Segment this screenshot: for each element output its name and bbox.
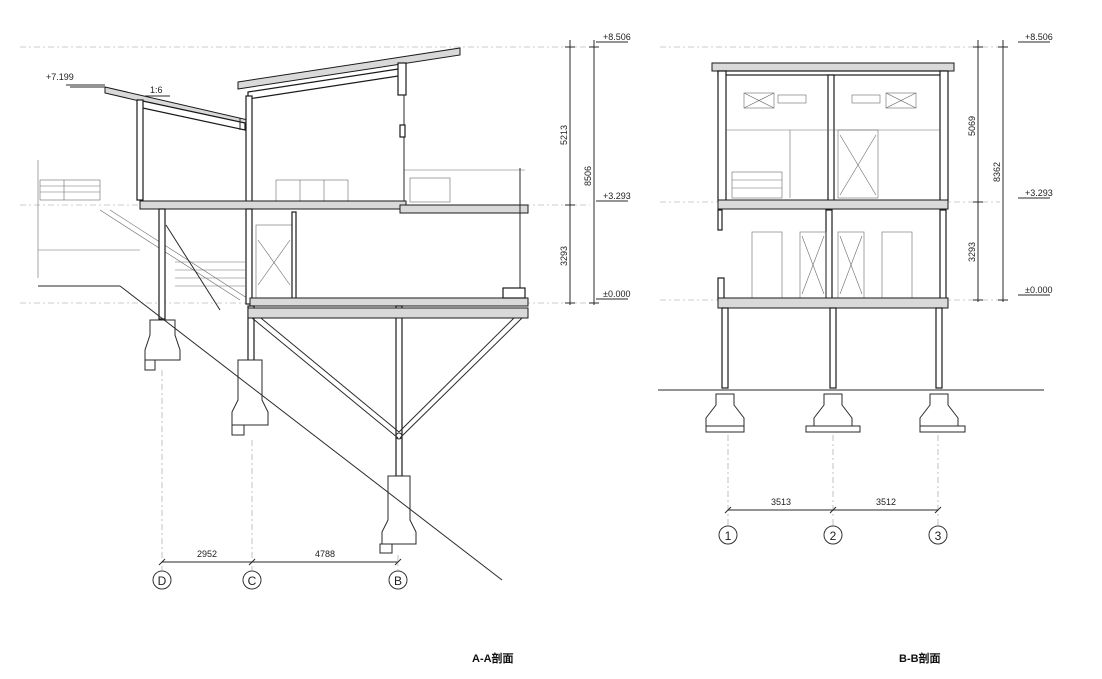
upper-floor-slab <box>139 200 407 210</box>
balcony-slab <box>399 204 529 214</box>
mid-slab-bb <box>717 199 949 210</box>
horizontal-dimensions-aa: 2952 4788 <box>158 549 402 566</box>
section-aa: +7.199 1:6 <box>20 32 631 665</box>
columns-bb <box>721 307 943 389</box>
lower-room <box>245 208 529 307</box>
walls-bb <box>717 70 949 303</box>
span-23: 3512 <box>876 497 896 507</box>
level-labels-bb: +8.506 +3.293 ±0.000 <box>1018 32 1053 296</box>
ground-slab-bb <box>717 297 949 309</box>
axis-d: D <box>158 574 167 588</box>
axis-bubbles-bb: 1 2 3 <box>718 525 948 545</box>
span-dc: 2952 <box>197 549 217 559</box>
level-labels-aa: +8.506 +3.293 ±0.000 <box>596 32 631 300</box>
dim-total-aa: 8506 <box>583 166 593 186</box>
horizontal-dimensions-bb: 3513 3512 <box>724 497 942 514</box>
ground-slope-aa <box>119 285 503 581</box>
footings-bb <box>705 393 966 433</box>
roof-right <box>237 47 461 100</box>
axis-3: 3 <box>935 529 942 543</box>
section-bb-title: B-B剖面 <box>899 651 941 665</box>
level-top-aa: +8.506 <box>603 32 631 42</box>
axis-1: 1 <box>725 529 732 543</box>
span-12: 3513 <box>771 497 791 507</box>
level-zero-bb: ±0.000 <box>1025 285 1052 295</box>
level-mid-aa: +3.293 <box>603 191 631 201</box>
section-aa-title: A-A剖面 <box>472 651 514 665</box>
dim-lower-bb: 3293 <box>967 242 977 262</box>
roof-slope-label: 1:6 <box>150 85 163 95</box>
background-terrace <box>37 160 525 301</box>
columns-aa <box>158 208 529 477</box>
axis-2: 2 <box>830 529 837 543</box>
level-top-bb: +8.506 <box>1025 32 1053 42</box>
section-bb: 5069 8362 3293 +8.506 +3.293 ±0.000 3513… <box>658 32 1053 665</box>
vertical-dimensions-aa: 5213 8506 3293 <box>559 40 599 305</box>
dim-lower-aa: 3293 <box>559 246 569 266</box>
span-cb: 4788 <box>315 549 335 559</box>
level-mid-bb: +3.293 <box>1025 188 1053 198</box>
level-zero-aa: ±0.000 <box>603 289 630 299</box>
dim-upper-aa: 5213 <box>559 125 569 145</box>
axis-c: C <box>248 574 257 588</box>
upper-walls <box>136 95 406 203</box>
vertical-dimensions-bb: 5069 8362 3293 <box>967 40 1008 302</box>
axis-b: B <box>394 574 402 588</box>
dim-upper-bb: 5069 <box>967 116 977 136</box>
axis-bubbles-aa: D C B <box>152 570 408 590</box>
roof-left: +7.199 1:6 <box>46 72 249 131</box>
upper-interior-bb <box>726 92 940 199</box>
footings-aa <box>144 319 417 554</box>
roof-slab-bb <box>711 62 955 72</box>
roof-level-label: +7.199 <box>46 72 74 82</box>
dim-total-bb: 8362 <box>992 162 1002 182</box>
